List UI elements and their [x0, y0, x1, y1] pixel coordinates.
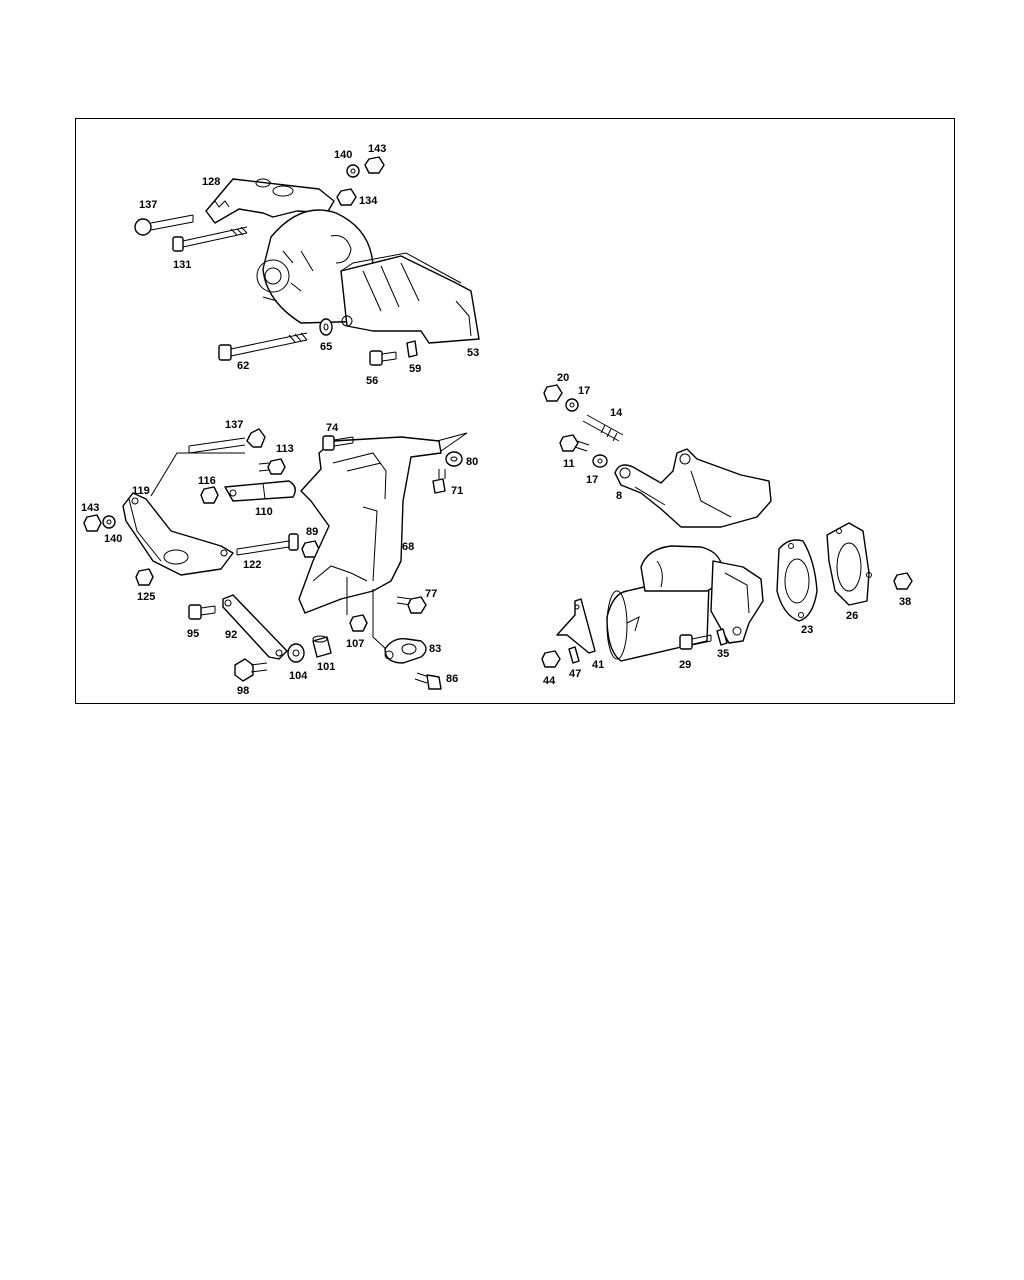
nut-20: [543, 384, 563, 402]
label-101: 101: [317, 661, 335, 673]
strap-92: [222, 594, 288, 660]
label-143-mid: 143: [81, 502, 99, 514]
label-86: 86: [446, 673, 458, 685]
label-8: 8: [616, 490, 622, 502]
alternator-assembly: [205, 178, 480, 344]
label-140-mid: 140: [104, 533, 122, 545]
label-98: 98: [237, 685, 249, 697]
washer-104: [287, 643, 305, 663]
label-65: 65: [320, 341, 332, 353]
bushing-101: [312, 635, 332, 658]
bracket-8: [614, 448, 772, 528]
label-74: 74: [326, 422, 339, 434]
label-68: 68: [402, 541, 414, 553]
bolt-137-mid: [188, 428, 266, 454]
nut-134: [336, 188, 357, 206]
nut-116: [200, 486, 219, 504]
washer-17-top: [565, 398, 579, 412]
bolt-11: [559, 434, 590, 452]
label-38: 38: [899, 596, 911, 608]
label-44: 44: [543, 675, 556, 687]
nut-44: [541, 650, 561, 668]
bolt-77: [396, 596, 427, 614]
leader-83: [372, 589, 387, 650]
bolt-113: [258, 458, 286, 475]
label-113: 113: [276, 443, 294, 455]
bolt-29: [679, 634, 712, 650]
bolt-137-top: [134, 214, 194, 236]
label-119: 119: [132, 485, 150, 497]
washer-17-bottom: [592, 454, 608, 468]
label-11: 11: [563, 458, 575, 470]
bracket-68: [298, 432, 468, 614]
label-107: 107: [346, 638, 364, 650]
parts-diagram: 128 140 143 134 137 131 65 62 56 59 53 1…: [81, 143, 913, 697]
bolt-95: [188, 604, 216, 620]
label-92: 92: [225, 629, 237, 641]
label-137-mid: 137: [225, 419, 243, 431]
label-41: 41: [592, 659, 604, 671]
bracket-119: [122, 492, 234, 576]
label-29: 29: [679, 659, 691, 671]
bolt-71: [432, 469, 446, 494]
nut-107: [349, 614, 368, 632]
washer-80: [445, 451, 463, 467]
bracket-110: [224, 480, 296, 502]
label-20: 20: [557, 372, 569, 384]
bolt-74: [322, 435, 354, 451]
label-116: 116: [198, 475, 216, 487]
label-89: 89: [306, 526, 318, 538]
callout-labels: 128 140 143 134 137 131 65 62 56 59 53 1…: [81, 143, 911, 697]
label-53: 53: [467, 347, 479, 359]
label-131: 131: [173, 259, 191, 271]
leader-119: [150, 452, 245, 497]
label-14: 14: [610, 407, 623, 419]
clamp-83: [384, 638, 427, 664]
washer-65: [319, 318, 333, 336]
stud-14: [582, 414, 624, 442]
clip-59: [406, 340, 418, 358]
diagram-frame: 128 140 143 134 137 131 65 62 56 59 53 1…: [75, 118, 955, 704]
label-47: 47: [569, 668, 581, 680]
label-56: 56: [366, 375, 378, 387]
label-62: 62: [237, 360, 249, 372]
label-35: 35: [717, 648, 729, 660]
label-134: 134: [359, 195, 378, 207]
bolt-131: [172, 226, 248, 252]
bolt-86: [414, 672, 442, 690]
label-125: 125: [137, 591, 155, 603]
nut-125: [135, 568, 154, 586]
label-17-bottom: 17: [586, 474, 598, 486]
washer-140-mid: [102, 515, 116, 529]
label-26: 26: [846, 610, 858, 622]
bracket-41: [556, 598, 596, 654]
nut-38: [893, 572, 913, 590]
label-122: 122: [243, 559, 261, 571]
gasket-23: [776, 539, 818, 622]
label-137-top: 137: [139, 199, 157, 211]
label-17-top: 17: [578, 385, 590, 397]
label-71: 71: [451, 485, 463, 497]
label-80: 80: [466, 456, 478, 468]
bolt-56: [369, 350, 397, 366]
label-128: 128: [202, 176, 220, 188]
nut-143-mid: [83, 514, 102, 532]
label-143-top: 143: [368, 143, 386, 155]
bolt-62: [218, 332, 308, 361]
label-110: 110: [255, 506, 273, 518]
label-59: 59: [409, 363, 421, 375]
label-95: 95: [187, 628, 199, 640]
label-77: 77: [425, 588, 437, 600]
nut-143-top: [364, 156, 385, 174]
label-104: 104: [289, 670, 308, 682]
clip-47: [568, 646, 580, 664]
washer-140-top: [346, 164, 360, 178]
bolt-98: [234, 658, 268, 682]
label-23: 23: [801, 624, 813, 636]
flange-26: [826, 522, 872, 606]
bolt-122: [236, 533, 299, 556]
clip-35: [716, 628, 728, 646]
label-140-top: 140: [334, 149, 352, 161]
label-83: 83: [429, 643, 441, 655]
